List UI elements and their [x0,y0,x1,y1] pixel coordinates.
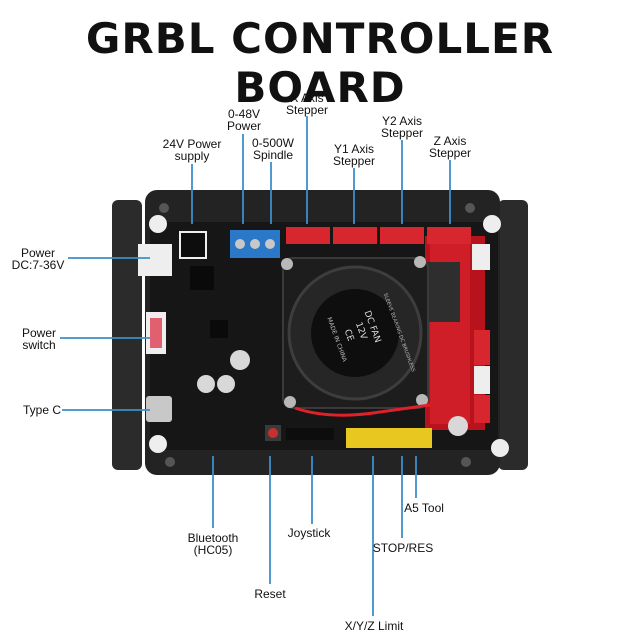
label-y1-axis-line1: Y1 Axis [333,142,375,156]
label-spindle-line2: Spindle [252,148,294,162]
label-power-24v-line1: 24V Power [162,137,222,151]
reset-button-cap [268,428,278,438]
base-plate-right [498,200,528,470]
label-xyz-limit-line1: X/Y/Z Limit [344,619,404,633]
capacitor-3 [217,375,235,393]
fan-ce-text: CE [342,328,356,343]
label-power-48v: 0-48V Power [213,108,275,132]
label-power-switch: Power switch [12,327,66,351]
capacitor-1 [230,350,250,370]
fan-screw-tl [281,258,293,270]
label-type-c-line1: Type C [22,403,61,417]
y1-axis-connector [333,227,377,244]
terminal-screw-1 [235,239,245,249]
label-reset-line1: Reset [254,587,286,601]
chip-1 [190,266,214,290]
fan-screw-tr [414,256,426,268]
label-a5-tool-line1: A5 Tool [404,501,444,515]
type-c-port [146,396,172,422]
z-axis-connector [427,227,471,244]
y2-axis-connector [380,227,424,244]
label-power-switch-line2: switch [22,338,56,352]
capacitor-2 [197,375,215,393]
label-reset: Reset [240,588,300,600]
label-y2-axis-line1: Y2 Axis [381,114,423,128]
page-title: GRBL CONTROLLER BOARD [85,14,555,112]
standoff-br [491,439,509,457]
label-z-axis-line1: Z Axis [433,134,467,148]
right-connector-3 [474,366,490,394]
joystick-header [286,428,334,440]
label-y2-axis-line2: Stepper [380,126,424,140]
label-power-48v-line2: Power [226,119,261,133]
label-xyz-limit: X/Y/Z Limit [332,620,416,632]
base-plate-left [112,200,142,470]
terminal-screw-2 [250,239,260,249]
label-stop-res: STOP/RES [368,542,438,554]
mount-hole-br [461,457,471,467]
label-a5-tool: A5 Tool [392,502,456,514]
standoff-bl [149,435,167,453]
x-axis-connector [286,227,330,244]
dc-power-connector [138,244,172,276]
mount-hole-bl [165,457,175,467]
label-power-dc: Power DC:7-36V [8,247,68,271]
fan-wire [294,403,431,417]
limit-header [346,428,432,448]
label-z-axis: Z Axis Stepper [414,135,486,159]
label-power-48v-line1: 0-48V [227,107,261,121]
standoff-tl [149,215,167,233]
terminal-screw-3 [265,239,275,249]
label-power-24v: 24V Power supply [156,138,228,162]
right-connector-2 [474,330,490,365]
label-power-dc-line2: DC:7-36V [11,258,65,272]
capacitor-4 [448,416,468,436]
label-power-switch-line1: Power [21,326,56,340]
label-x-axis: X Axis Stepper [272,92,342,116]
label-power-dc-line1: Power [20,246,55,260]
power-24v-terminal [179,231,207,259]
label-spindle-line1: 0-500W [251,136,295,150]
label-y1-axis-line2: Stepper [332,154,376,168]
right-connector-4 [474,395,490,423]
right-connector-1 [472,244,490,270]
label-bluetooth-line2: (HC05) [193,543,233,557]
label-x-axis-line1: X Axis [290,91,324,105]
label-x-axis-line2: Stepper [285,103,329,117]
cooling-fan-hub [311,289,399,377]
fan-screw-br [416,394,428,406]
label-stop-res-line1: STOP/RES [372,541,434,555]
label-y1-axis: Y1 Axis Stepper [318,143,390,167]
label-z-axis-line2: Stepper [428,146,472,160]
label-power-24v-line2: supply [174,149,210,163]
label-spindle: 0-500W Spindle [238,137,308,161]
label-type-c: Type C [14,404,70,416]
mount-hole-tr [465,203,475,213]
label-bluetooth: Bluetooth (HC05) [176,532,250,556]
label-joystick: Joystick [276,527,342,539]
fan-screw-bl [284,396,296,408]
chip-2 [210,320,228,338]
label-joystick-line1: Joystick [287,526,331,540]
power-switch-rocker [150,318,162,348]
label-bluetooth-line1: Bluetooth [187,531,239,545]
mount-hole-tl [159,203,169,213]
label-y2-axis: Y2 Axis Stepper [366,115,438,139]
standoff-tr [483,215,501,233]
callout-lines [60,116,451,616]
